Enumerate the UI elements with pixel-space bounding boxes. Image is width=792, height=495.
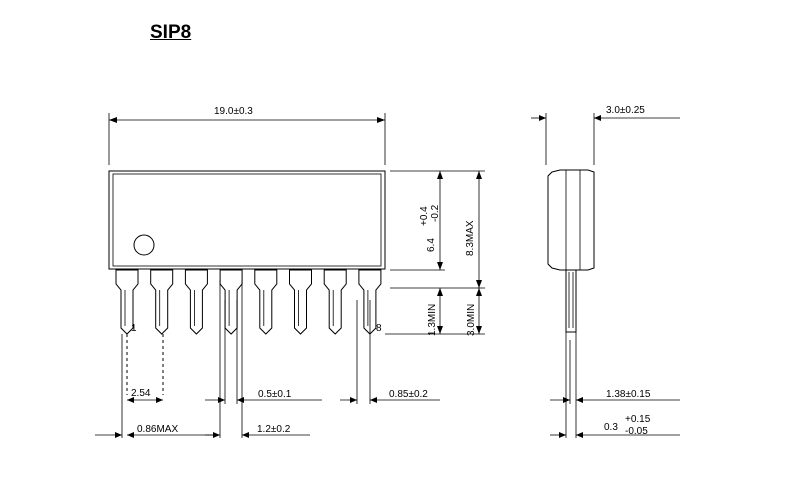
dim-max-width: 0.86MAX [95,424,220,438]
dim-lead-width: 0.5±0.1 [205,389,322,403]
lead-min1-text: 1.3MIN [427,304,438,336]
dim-lead-end: 0.85±0.2 [340,389,440,403]
dim-heights: 6.4 +0.4 -0.2 8.3MAX 1.3MIN 3.0MIN [385,170,485,336]
pin-first-label: 1 [131,323,137,334]
lead-3 [184,269,208,335]
package-body [108,170,386,270]
max-width-text: 0.86MAX [137,424,178,435]
side-body [547,169,595,271]
body-height-tol-minus: -0.2 [430,204,441,222]
lead-5 [254,269,278,335]
shoulder-width-text: 1.2±0.2 [257,424,291,435]
leads [115,269,382,335]
dim-pitch: 2.54 [127,388,163,403]
package-body-inner [112,173,382,267]
side-thickness-text: 3.0±0.25 [606,105,645,116]
dim-shoulder-width: 1.2±0.2 [205,424,310,438]
side-lead [565,269,577,333]
lead-7 [323,269,347,335]
lead-6 [289,269,312,335]
lead-8 [358,269,382,335]
side-view: 3.0±0.25 1.38±0.15 0.3 +0.15 -0.05 [531,105,680,438]
lead-end-text: 0.85±0.2 [389,389,428,400]
lead-thickness-tol-plus: +0.15 [625,414,651,425]
pin1-marker-circle [133,234,155,256]
body-height-text: 6.4 [426,238,437,252]
pitch-text: 2.54 [131,388,151,399]
center-lines [126,334,164,395]
lead-min2-text: 3.0MIN [466,304,477,336]
front-view [108,170,386,335]
package-title: SIP8 [150,22,192,43]
side-lead-pos-text: 1.38±0.15 [606,389,651,400]
dim-overall-length: 19.0±0.3 [108,106,386,165]
body-height-tol-plus: +0.4 [419,206,430,226]
lead-extension-lines [121,280,371,438]
lead-1 [115,269,139,335]
lead-width-text: 0.5±0.1 [258,389,292,400]
lead-4 [219,269,243,335]
pin-last-label: 8 [376,323,382,334]
overall-length-text: 19.0±0.3 [214,106,253,117]
lead-thickness-text: 0.3 [604,422,618,433]
lead-2 [150,269,174,335]
lead-thickness-tol-minus: -0.05 [625,426,648,437]
total-height-text: 8.3MAX [465,220,476,256]
